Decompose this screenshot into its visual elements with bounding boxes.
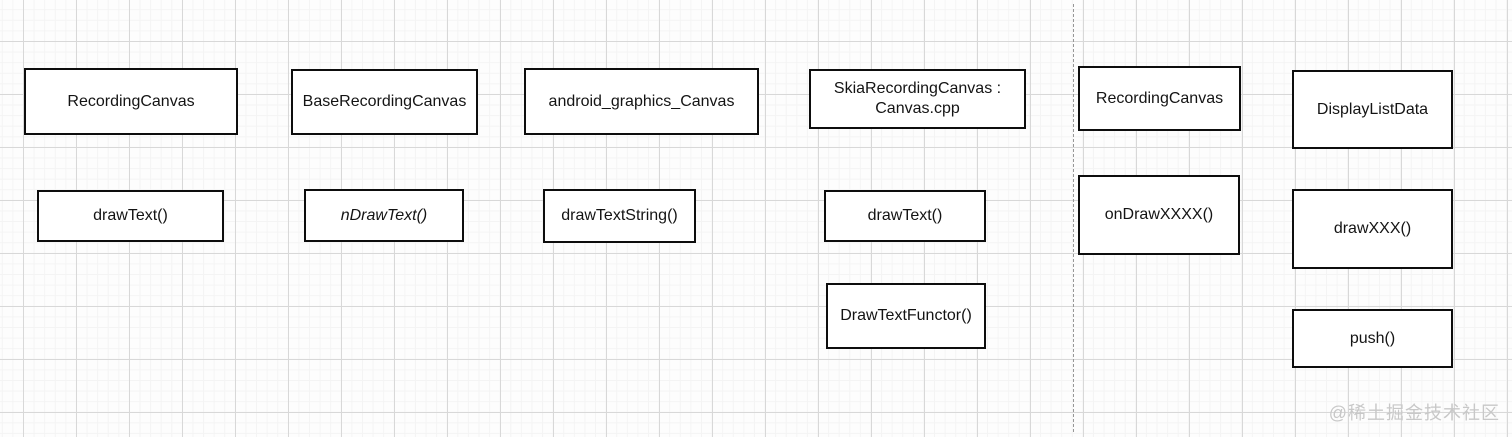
- method-box-draw-text-functor: DrawTextFunctor(): [826, 283, 986, 349]
- method-box-on-draw-xxxx: onDrawXXXX(): [1078, 175, 1240, 255]
- method-box-draw-xxx: drawXXX(): [1292, 189, 1453, 269]
- method-box-draw-text-cpp: drawText(): [824, 190, 986, 242]
- class-box-recording-canvas-native: RecordingCanvas: [1078, 66, 1241, 131]
- method-box-push: push(): [1292, 309, 1453, 368]
- class-box-base-recording-canvas: BaseRecordingCanvas: [291, 69, 478, 135]
- juejin-watermark: @稀土掘金技术社区: [1328, 403, 1500, 423]
- method-box-n-draw-text: nDrawText(): [304, 189, 464, 242]
- thread-boundary-dashed-divider: [1073, 4, 1074, 432]
- method-box-draw-text-string: drawTextString(): [543, 189, 696, 243]
- class-box-skia-recording-canvas: SkiaRecordingCanvas : Canvas.cpp: [809, 69, 1026, 129]
- method-box-draw-text-java: drawText(): [37, 190, 224, 242]
- class-box-android-graphics-canvas: android_graphics_Canvas: [524, 68, 759, 135]
- class-box-recording-canvas-java: RecordingCanvas: [24, 68, 238, 135]
- class-box-display-list-data: DisplayListData: [1292, 70, 1453, 149]
